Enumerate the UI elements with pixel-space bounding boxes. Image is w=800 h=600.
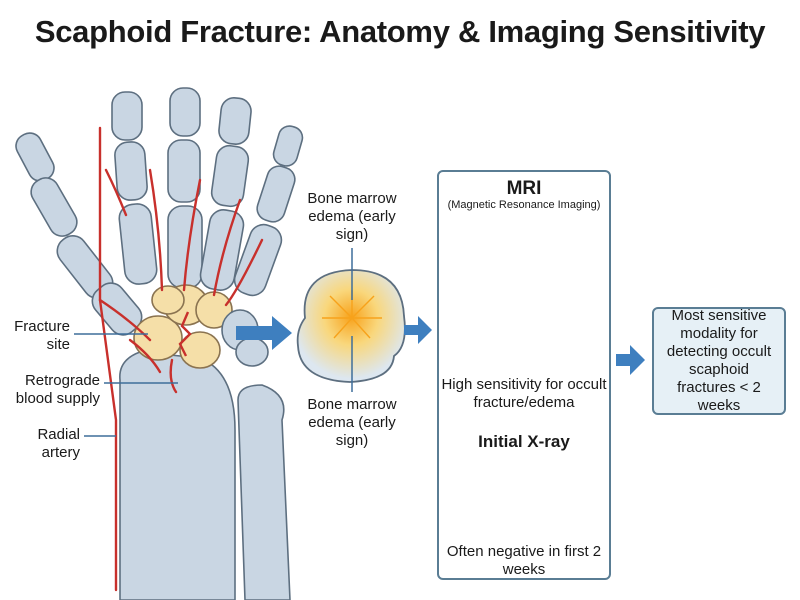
little-finger-bones — [233, 125, 304, 297]
label-fracture-site: Fracture site — [14, 318, 70, 353]
result-text: Most sensitive modality for detecting oc… — [666, 307, 772, 414]
fracture-line — [178, 311, 192, 357]
label-edema-bottom: Bone marrow edema (early sign) — [307, 396, 397, 449]
artery-network — [98, 126, 264, 592]
ulna-bone — [237, 384, 291, 600]
label-radial-artery: Radial artery — [37, 426, 80, 461]
xray-title: Initial X-ray — [478, 432, 570, 451]
radial-artery — [98, 126, 118, 592]
result-box: Most sensitive modality for detecting oc… — [652, 307, 786, 415]
ring-finger-bones — [199, 97, 252, 291]
carpal-bones — [133, 284, 233, 369]
edema-scaphoid — [296, 248, 406, 392]
mri-subtitle: (Magnetic Resonance Imaging) — [447, 199, 601, 211]
label-edema-top: Bone marrow edema (early sign) — [307, 190, 397, 243]
arrow-mri-to-result — [616, 345, 645, 375]
mri-title: MRI — [506, 178, 542, 199]
mri-caption: High sensitivity for occult fracture/ede… — [441, 376, 607, 411]
diagram-title: Scaphoid Fracture: Anatomy & Imaging Sen… — [34, 14, 766, 49]
scaphoid-bone — [133, 315, 183, 361]
radius-bone — [119, 351, 236, 600]
arrow-hand-to-edema — [236, 316, 292, 350]
imaging-panel — [437, 170, 611, 580]
xray-caption: Often negative in first 2 weeks — [446, 543, 602, 578]
index-finger-bones — [111, 91, 158, 285]
arrow-edema-to-mri — [404, 316, 432, 344]
middle-finger-bones — [167, 87, 203, 289]
label-retrograde-blood-supply: Retrograde blood supply — [15, 372, 100, 407]
